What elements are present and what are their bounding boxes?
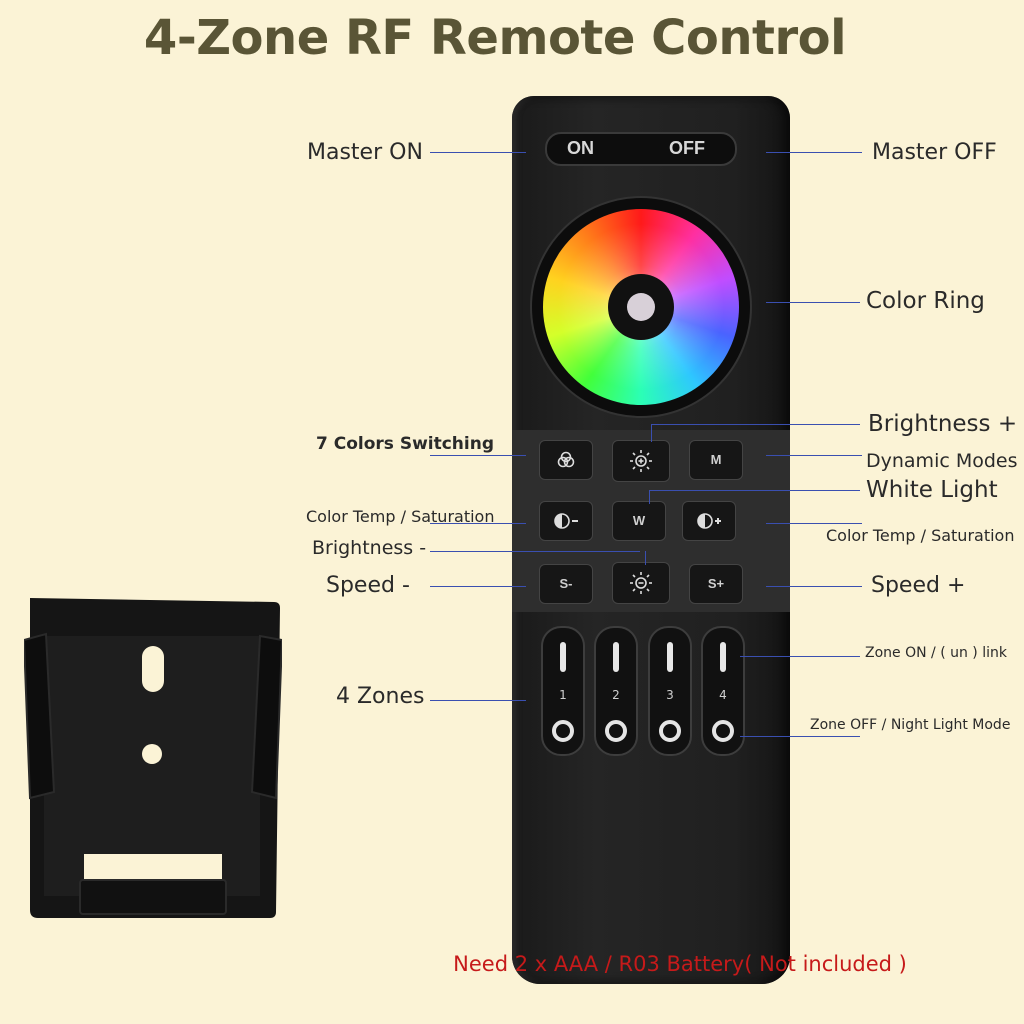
master-off-label: Master OFF — [872, 140, 997, 165]
on-label: ON — [567, 138, 594, 158]
brightness-plus-icon — [630, 450, 652, 472]
zone-1-rocker[interactable]: 1 — [541, 626, 585, 756]
speed-plus-line — [766, 586, 862, 587]
battery-note: Need 2 x AAA / R03 Battery( Not included… — [453, 952, 907, 976]
three-circles-icon — [557, 451, 575, 468]
speed-plus-button[interactable]: S+ — [689, 564, 743, 604]
zone-on-line — [740, 656, 860, 657]
seven-colors-label: 7 Colors Switching — [316, 434, 495, 454]
remote-control: ON OFF M W — [512, 96, 790, 984]
zone-number: 1 — [559, 688, 567, 702]
ct-sat-plus-button[interactable] — [682, 501, 736, 541]
white-light-line — [650, 490, 860, 491]
brightness-plus-button[interactable] — [612, 440, 670, 482]
mode-button[interactable]: M — [689, 440, 743, 480]
brightness-minus-line — [430, 551, 640, 552]
seven-colors-button[interactable] — [539, 440, 593, 480]
half-circle-plus-icon — [697, 513, 721, 529]
speed-plus-label: Speed + — [871, 573, 966, 598]
ct-sat-left-label: Color Temp / Saturation — [306, 507, 495, 526]
speed-minus-line — [430, 586, 526, 587]
speed-minus-button[interactable]: S- — [539, 564, 593, 604]
zone-4-rocker[interactable]: 4 — [701, 626, 745, 756]
zone-on-indicator — [613, 642, 619, 672]
four-zones-label: 4 Zones — [336, 684, 425, 709]
on-off-rocker[interactable]: ON OFF — [545, 132, 737, 166]
zone-on-indicator — [720, 642, 726, 672]
ct-sat-right-line — [766, 523, 862, 524]
zone-3-rocker[interactable]: 3 — [648, 626, 692, 756]
bottom-slot — [84, 854, 222, 880]
master-on-label: Master ON — [307, 140, 423, 165]
ct-sat-left-line — [430, 523, 526, 524]
color-ring-label: Color Ring — [866, 288, 985, 314]
color-ring-line — [766, 302, 860, 303]
mount-slot — [142, 646, 164, 692]
master-on-line — [430, 152, 526, 153]
dynamic-modes-label: Dynamic Modes — [866, 450, 1018, 472]
brightness-plus-label: Brightness + — [868, 411, 1018, 437]
speed-minus-label: Speed - — [326, 573, 410, 598]
ct-sat-right-label: Color Temp / Saturation — [826, 526, 1015, 545]
dynamic-modes-line — [766, 455, 862, 456]
brightness-minus-label: Brightness - — [312, 537, 427, 559]
wall-holder — [24, 598, 282, 918]
zone-off-label: Zone OFF / Night Light Mode — [810, 717, 1011, 733]
white-button[interactable]: W — [612, 501, 666, 541]
master-off-line — [766, 152, 862, 153]
half-circle-minus-icon — [554, 513, 578, 529]
white-light-label: White Light — [866, 477, 998, 503]
ct-sat-minus-button[interactable] — [539, 501, 593, 541]
page-title: 4-Zone RF Remote Control — [143, 10, 847, 66]
off-label: OFF — [669, 138, 705, 158]
zone-on-indicator — [667, 642, 673, 672]
zone-number: 3 — [666, 688, 674, 702]
zone-on-label: Zone ON / ( un ) link — [865, 645, 1007, 661]
zone-off-icon — [659, 720, 681, 742]
zone-number: 2 — [612, 688, 620, 702]
zone-off-icon — [712, 720, 734, 742]
zone-off-icon — [552, 720, 574, 742]
zone-off-line — [740, 736, 860, 737]
zone-off-icon — [605, 720, 627, 742]
four-zones-line — [430, 700, 526, 701]
seven-colors-line — [430, 455, 526, 456]
zone-number: 4 — [719, 688, 727, 702]
color-ring[interactable] — [530, 196, 752, 418]
brightness-minus-icon — [630, 572, 652, 594]
zone-on-indicator — [560, 642, 566, 672]
brightness-plus-line — [652, 424, 860, 425]
mount-hole — [142, 744, 162, 764]
ring-center-button[interactable] — [627, 293, 655, 321]
zone-2-rocker[interactable]: 2 — [594, 626, 638, 756]
brightness-minus-button[interactable] — [612, 562, 670, 604]
